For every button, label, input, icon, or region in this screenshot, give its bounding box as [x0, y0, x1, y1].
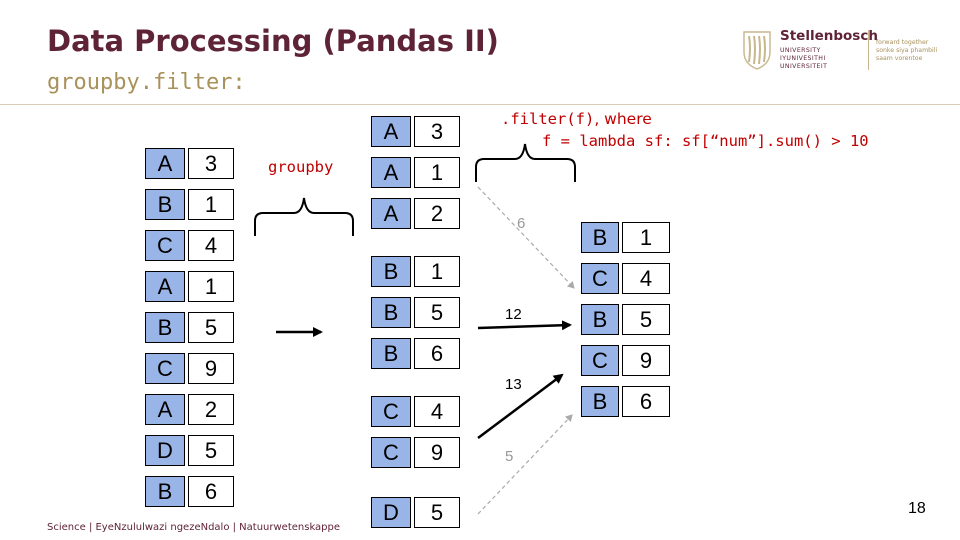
key-cell: B: [371, 256, 411, 287]
group-sum-c: 13: [505, 376, 522, 393]
logo-tagline: saam vorentoe: [876, 55, 923, 62]
value-cell: 4: [622, 263, 670, 294]
filter-call: .filter(f): [501, 110, 595, 128]
key-cell: C: [371, 396, 411, 427]
logo-name: Stellenbosch: [780, 28, 878, 44]
page-number: 18: [908, 500, 926, 517]
key-cell: B: [371, 338, 411, 369]
value-cell: 9: [622, 345, 670, 376]
kept-arrow-c: [477, 373, 564, 439]
value-cell: 5: [414, 297, 460, 328]
group-sum-d: 5: [505, 448, 514, 465]
lambda-label: f = lambda sf: sf[“num”].sum() > 10: [542, 132, 869, 150]
value-cell: 5: [414, 497, 460, 528]
group-sum-a: 6: [517, 215, 526, 232]
value-cell: 1: [188, 271, 234, 302]
key-cell: D: [145, 435, 185, 466]
logo-divider: [868, 30, 869, 70]
key-cell: B: [371, 297, 411, 328]
value-cell: 1: [414, 157, 460, 188]
value-cell: 1: [622, 222, 670, 253]
filter-call-label: .filter(f), where: [501, 110, 652, 128]
key-cell: C: [371, 437, 411, 468]
key-cell: B: [145, 189, 185, 220]
key-cell: C: [581, 345, 619, 376]
value-cell: 5: [188, 435, 234, 466]
value-cell: 9: [414, 437, 460, 468]
key-cell: B: [145, 476, 185, 507]
key-cell: B: [581, 222, 619, 253]
key-cell: A: [371, 116, 411, 147]
slide-title: Data Processing (Pandas II): [47, 24, 499, 58]
value-cell: 2: [188, 394, 234, 425]
value-cell: 5: [622, 304, 670, 335]
value-cell: 2: [414, 198, 460, 229]
value-cell: 3: [414, 116, 460, 147]
key-cell: C: [581, 263, 619, 294]
value-cell: 9: [188, 353, 234, 384]
filtered-arrow-a: [477, 186, 575, 289]
value-cell: 1: [188, 189, 234, 220]
key-cell: B: [581, 304, 619, 335]
logo-tagline: forward together: [876, 39, 929, 46]
value-cell: 4: [188, 230, 234, 261]
group-sum-b: 12: [505, 306, 522, 323]
key-cell: A: [371, 157, 411, 188]
key-cell: C: [145, 353, 185, 384]
where-label: , where: [594, 110, 652, 128]
value-cell: 6: [414, 338, 460, 369]
key-cell: B: [581, 386, 619, 417]
kept-arrow-b: [477, 320, 572, 331]
value-cell: 1: [414, 256, 460, 287]
value-cell: 6: [188, 476, 234, 507]
footer: Science | EyeNzululwazi ngezeNdalo | Nat…: [47, 522, 341, 533]
logo-university-line: UNIVERSITEIT: [780, 63, 828, 70]
filtered-arrow-d: [477, 414, 573, 515]
logo-university-line: UNIVERSITY: [780, 47, 821, 54]
groupby-label: groupby: [268, 158, 334, 176]
key-cell: B: [145, 312, 185, 343]
logo-tagline: sonke siya phambili: [876, 47, 938, 54]
header-divider: [0, 104, 960, 105]
key-cell: D: [371, 497, 411, 528]
crest-icon: [743, 31, 771, 70]
key-cell: A: [145, 394, 185, 425]
filter-brace: [475, 143, 576, 182]
value-cell: 4: [414, 396, 460, 427]
value-cell: 5: [188, 312, 234, 343]
logo-university-line: IYUNIVESITHI: [780, 55, 826, 62]
key-cell: A: [371, 198, 411, 229]
slide-subtitle: groupby.filter:: [47, 70, 246, 95]
groupby-brace: [254, 197, 354, 236]
value-cell: 3: [188, 148, 234, 179]
university-logo: Stellenbosch UNIVERSITY IYUNIVESITHI UNI…: [740, 28, 955, 74]
key-cell: A: [145, 271, 185, 302]
key-cell: C: [145, 230, 185, 261]
key-cell: A: [145, 148, 185, 179]
value-cell: 6: [622, 386, 670, 417]
